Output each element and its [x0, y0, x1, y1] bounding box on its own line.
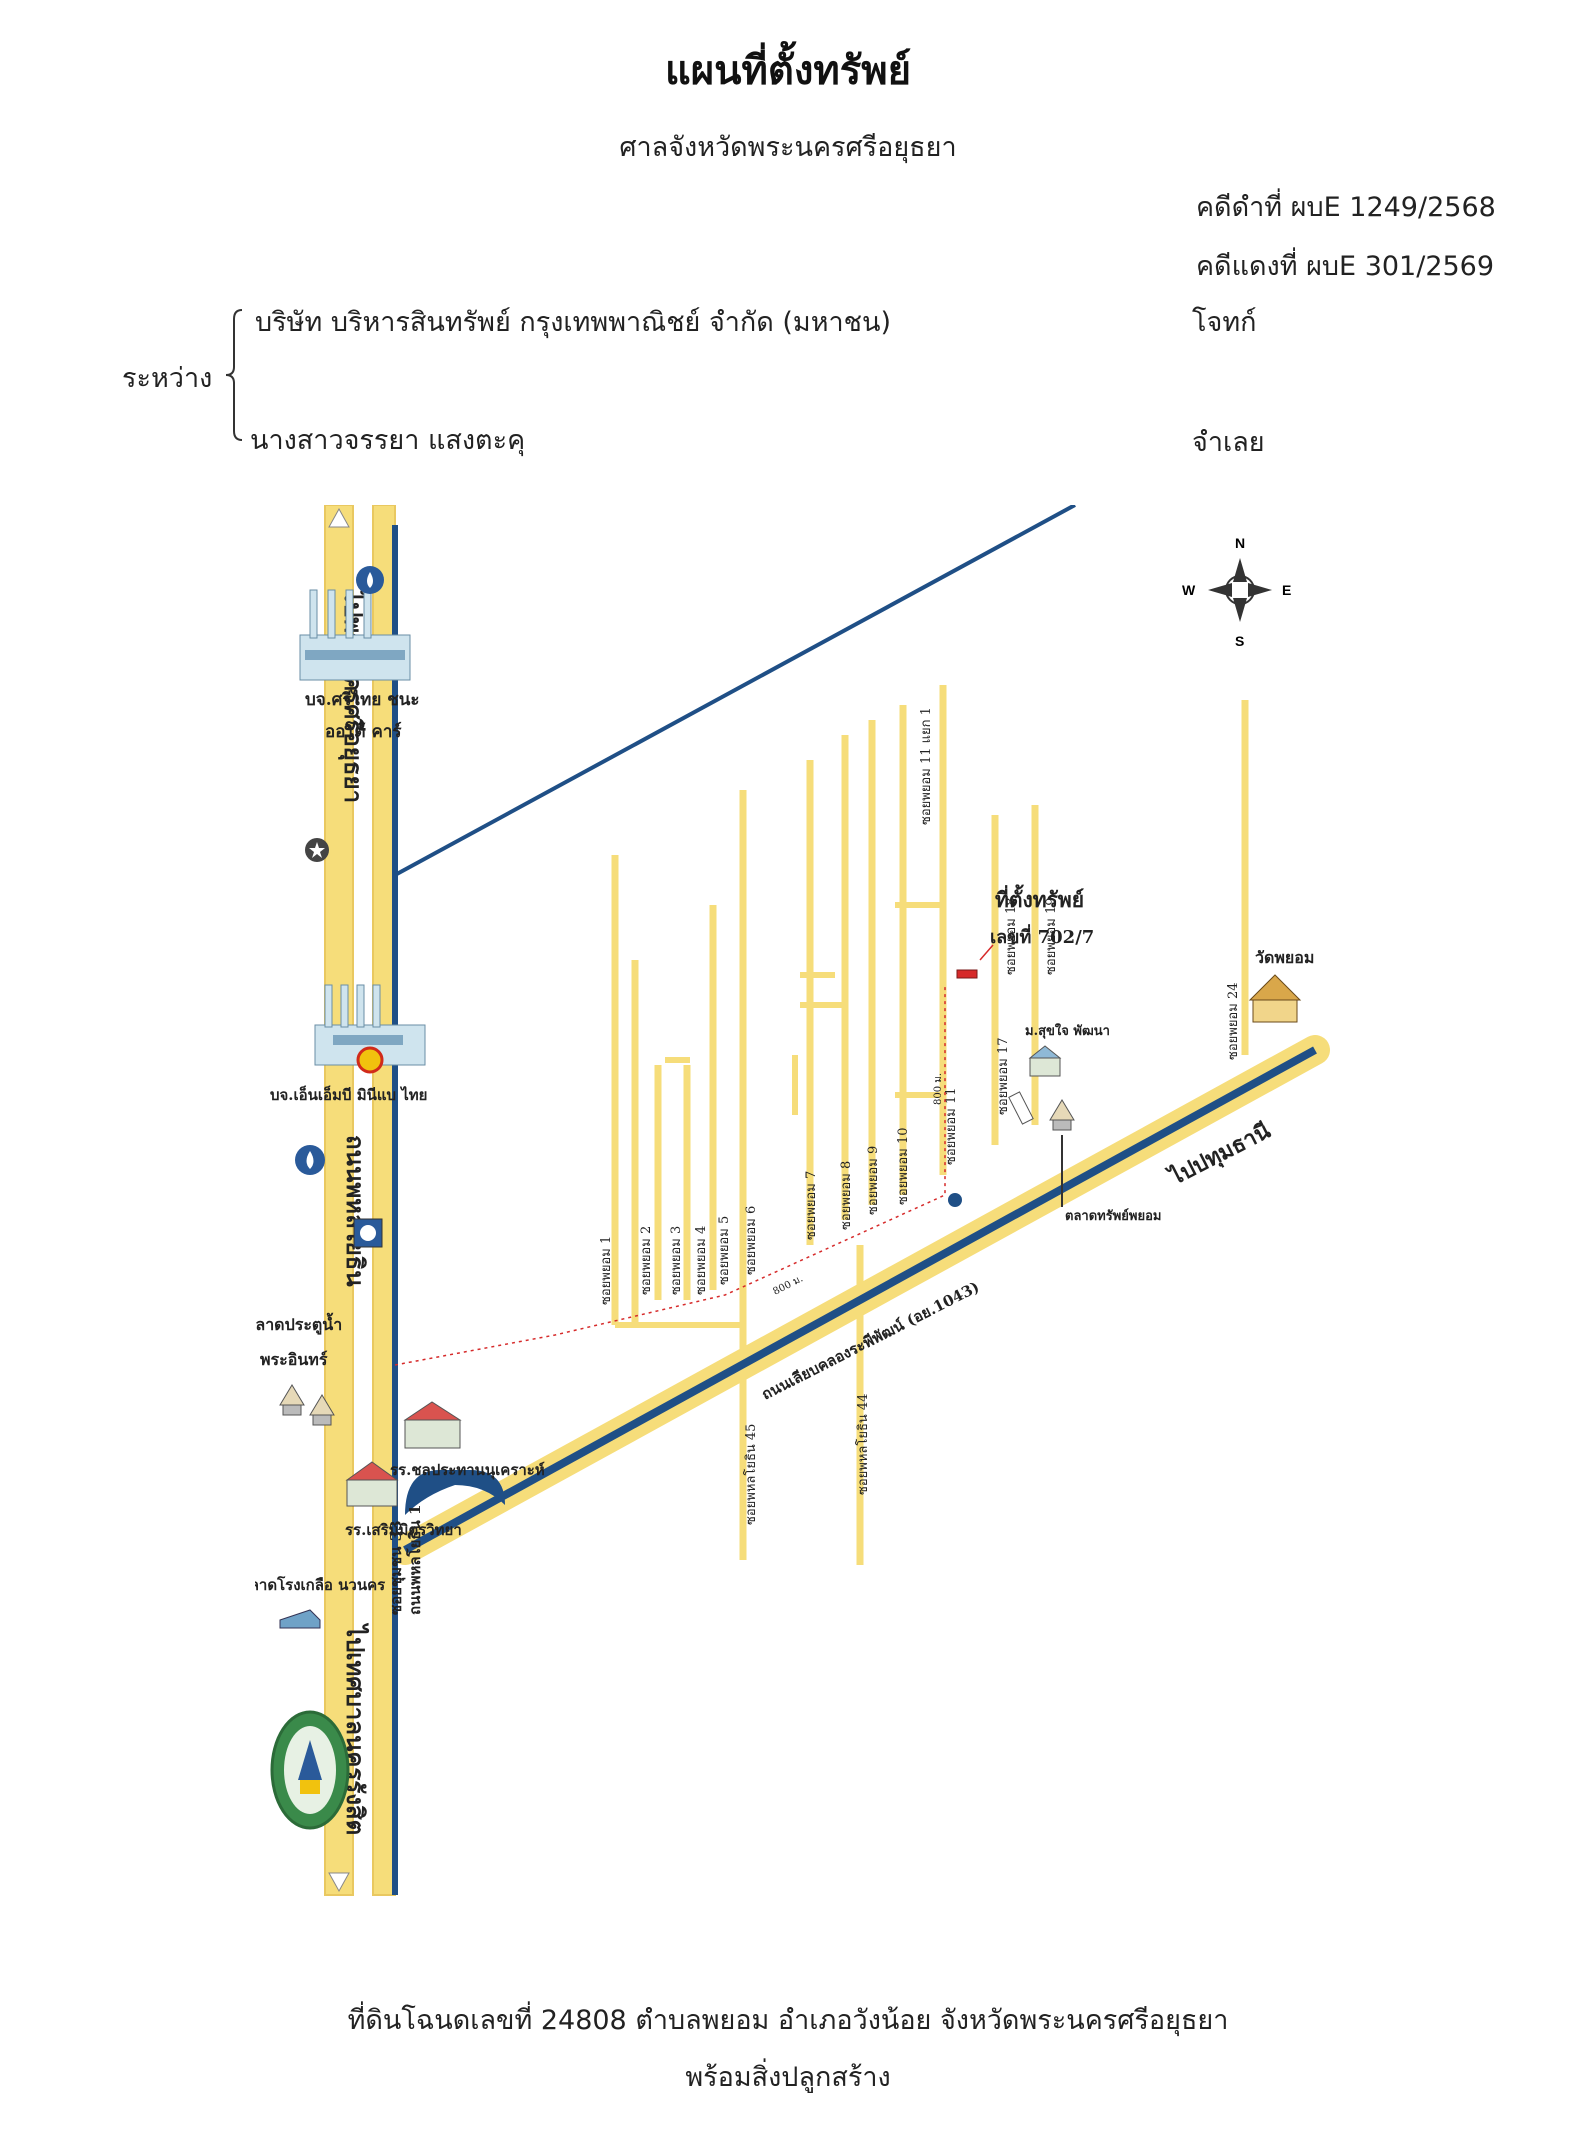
soi-7-label: ซอยพยอม 7: [804, 1171, 819, 1240]
canal-loop: [405, 1470, 505, 1515]
road-label-mid: ถนนพหลโยธิน: [341, 1135, 370, 1287]
temple-icon: [1248, 974, 1302, 1023]
court-name: ศาลจังหวัดพระนครศรีอยุธยา: [619, 132, 957, 163]
university-seal: [270, 1710, 350, 1830]
phahon-45-label: ซอยพหลโยธิน 45: [743, 1424, 759, 1525]
bridge: [1008, 1091, 1034, 1125]
soi-4-label: ซอยพยอม 4: [694, 1226, 709, 1295]
school1-icon: [403, 1401, 462, 1449]
soi-18-label: ซอยพยอม 18: [1004, 898, 1019, 976]
compass: N S E W: [1182, 535, 1291, 649]
compass-n: N: [1235, 535, 1245, 551]
soi-labels: ซอยพยอม 1 ซอยพยอม 2 ซอยพยอม 3 ซอยพยอม 4 …: [599, 707, 1241, 1525]
page-title: แผนที่ตั้งทรัพย์: [664, 48, 912, 94]
red-case-number: คดีแดงที่ ผบE 301/2569: [1196, 251, 1495, 282]
compass-e: E: [1282, 582, 1291, 598]
market1-icon: [279, 1384, 335, 1426]
canal-dot: [948, 1193, 962, 1207]
school1-label: รร.ชลประทานนุเคราะห์: [390, 1461, 545, 1480]
canal-road: [390, 1035, 1330, 1565]
plaintiff-name: บริษัท บริหารสินทรัพย์ กรุงเทพพาณิชย์ จำ…: [255, 307, 892, 338]
soi-11-label: ซอยพยอม 11: [944, 1088, 959, 1166]
party-brace: [225, 309, 243, 441]
market2-label: ตลาดโรงเกลือ นวนคร: [255, 1575, 386, 1594]
soi-8-label: ซอยพยอม 8: [839, 1161, 854, 1230]
black-case-number: คดีดำที่ ผบE 1249/2568: [1196, 192, 1496, 223]
property-marker: ที่ตั้งทรัพย์ เลขที่ 702/7: [956, 884, 1094, 979]
market3-label: ตลาดทรัพย์พยอม: [1065, 1208, 1161, 1224]
defendant-role: จำเลย: [1192, 427, 1265, 458]
market1-label-line2: พระอินทร์: [260, 1350, 328, 1369]
ptt-icon-2: [295, 1145, 325, 1175]
soi-24-label: ซอยพยอม 24: [1226, 983, 1241, 1061]
soi-1-label: ซอยพยอม 1: [599, 1236, 614, 1305]
north-canal: [394, 505, 1076, 877]
star-icon: [305, 838, 329, 862]
phahon-1-label: ถนนพหลโยธิน 1: [405, 1505, 424, 1615]
phahon-44-label: ซอยพหลโยธิน 44: [855, 1394, 871, 1495]
village-label: ม.สุขใจ พัฒนา: [1025, 1022, 1110, 1039]
soi-2-label: ซอยพยอม 2: [639, 1226, 654, 1295]
distance-label-2: 800 ม.: [933, 1073, 944, 1105]
temple-label: วัดพยอม: [1255, 948, 1314, 967]
compass-w: W: [1182, 582, 1196, 598]
defendant-name: นางสาวจรรยา แสงตะคุ: [250, 425, 526, 456]
bank-icon: [353, 1218, 383, 1248]
soi-3-label: ซอยพยอม 3: [669, 1226, 684, 1295]
road-label-bottom: ไปเทศบาลนครรังสิต: [341, 1622, 370, 1835]
ptt-icon-1: [356, 566, 384, 594]
distance-label-1: 800 ม.: [771, 1273, 805, 1297]
shell-icon: [356, 1046, 384, 1074]
market1-label-line1: ตลาดประตูน้ำ: [255, 1312, 342, 1336]
market3-icon: [1049, 1099, 1075, 1131]
plaintiff-role: โจทก์: [1192, 307, 1257, 338]
factory2-label: บจ.เอ็นเอ็มบี มินีแบ ไทย: [270, 1085, 427, 1104]
property-label-2: เลขที่ 702/7: [990, 924, 1094, 948]
school2-icon: [345, 1461, 399, 1507]
soi-19-label: ซอยพยอม 19: [1044, 898, 1059, 976]
factory-icon: [299, 589, 411, 681]
property-label-1: ที่ตั้งทรัพย์: [995, 884, 1084, 912]
village-icon: [1028, 1045, 1062, 1077]
factory1-label-line1: บจ.ศรีไทย ชนะ: [305, 689, 420, 710]
soi-11-1-label: ซอยพยอม 11 แยก 1: [919, 707, 934, 825]
soi-6-label: ซอยพยอม 6: [744, 1206, 759, 1275]
school2-label: รร.เสริมมิตรวิทยา: [345, 1521, 462, 1539]
between-label: ระหว่าง: [122, 363, 213, 394]
location-map: ไปพระนครศรีอยุธยา ถนนพหลโยธิน ไปเทศบาลนค…: [255, 505, 1330, 1896]
soi-33-label: ซอยชุมชน 33: [387, 1520, 406, 1615]
soi-9-label: ซอยพยอม 9: [866, 1146, 881, 1215]
factory1-label-line2: ออโต้ คาร์: [325, 721, 402, 742]
phahonyothin-road: [324, 505, 398, 1896]
soi-17-label: ซอยพยอม 17: [996, 1038, 1011, 1116]
soi-roads: [611, 685, 1249, 1565]
soi-10-label: ซอยพยอม 10: [896, 1128, 911, 1206]
soi-5-label: ซอยพยอม 5: [717, 1216, 732, 1285]
footer-buildings: พร้อมสิ่งปลูกสร้าง: [685, 2062, 891, 2093]
footer-land-title: ที่ดินโฉนดเลขที่ 24808 ตำบลพยอม อำเภอวัง…: [347, 2005, 1229, 2036]
compass-s: S: [1235, 633, 1244, 649]
market2-icon: [279, 1609, 321, 1629]
